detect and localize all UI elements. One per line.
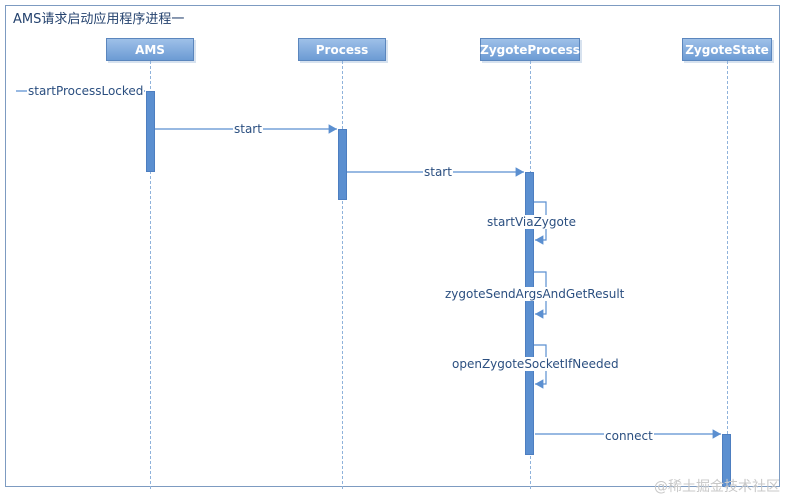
diagram-title: AMS请求启动应用程序进程一	[13, 12, 185, 27]
lifeline-head-process: Process	[298, 38, 386, 61]
activation-ams	[146, 91, 155, 172]
lifeline-head-zygotestate: ZygoteState	[682, 38, 772, 61]
msg-connect: connect	[604, 429, 654, 443]
lifeline-head-zygoteprocess: ZygoteProcess	[480, 38, 580, 61]
msg-start-1: start	[233, 122, 263, 136]
lifeline-process	[342, 61, 343, 489]
lifeline-head-ams: AMS	[106, 38, 194, 61]
activation-process	[338, 129, 347, 200]
watermark-text: @稀土掘金技术社区	[654, 479, 780, 495]
msg-openzygotesocketifneeded: openZygoteSocketIfNeeded	[451, 357, 620, 371]
lifeline-zygotestate	[727, 61, 728, 489]
activation-zygoteprocess	[525, 172, 534, 455]
msg-startprocesslocked: startProcessLocked	[27, 84, 145, 98]
lifeline-ams	[150, 61, 151, 489]
msg-zygotesendargsandgetresult: zygoteSendArgsAndGetResult	[444, 287, 626, 301]
msg-startviazygote: startViaZygote	[486, 215, 577, 229]
activation-zygotestate	[722, 434, 731, 487]
msg-start-2: start	[423, 165, 453, 179]
